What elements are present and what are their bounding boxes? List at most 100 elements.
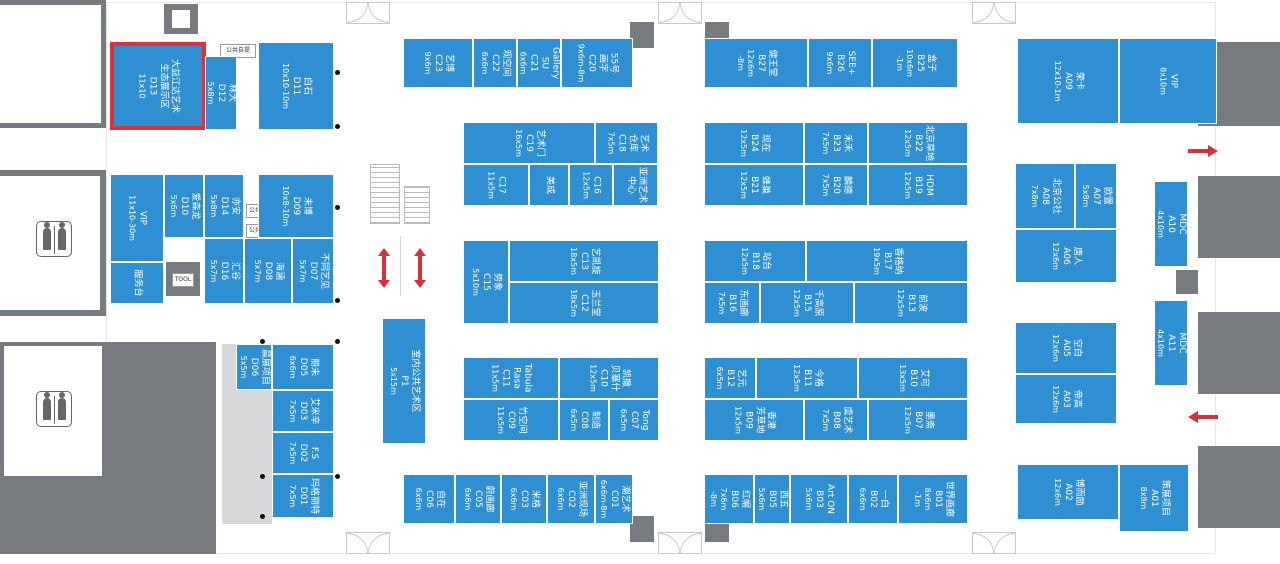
booth-label: C01	[609, 490, 619, 508]
marker-dot	[335, 339, 340, 344]
booth-name: 海涵	[274, 261, 284, 280]
booth-c16-b[interactable]: 亚洲艺术中心	[613, 164, 658, 206]
booth-label: C17	[496, 176, 507, 194]
door-bottom-3	[972, 532, 1016, 554]
booth-size: 7x6m	[719, 487, 728, 511]
booth-label: B03	[814, 490, 824, 508]
booth-name: Gallery	[550, 46, 561, 80]
booth-label: D10	[179, 196, 189, 216]
booth-size: 5x6m	[804, 487, 813, 511]
booth-label: A05	[1061, 339, 1071, 357]
booth-name: 虞艺术	[842, 406, 852, 434]
booth-label: C10	[598, 369, 609, 387]
booth-size: 9x6m	[423, 51, 432, 75]
booth-serv[interactable]: 服务台	[110, 262, 164, 304]
booth-size: 11x10-30m	[127, 195, 137, 241]
booth-name: 站台	[761, 251, 771, 271]
marker-dot	[335, 298, 340, 303]
booth-name: 玉兰堂	[590, 289, 600, 317]
booth-name: 潮艺术	[620, 485, 630, 513]
booth-label: B10	[908, 369, 918, 387]
restroom-icon-upper	[36, 221, 72, 257]
booth-label: C09	[506, 411, 516, 429]
booth-c16-a[interactable]: 美成	[529, 164, 569, 206]
